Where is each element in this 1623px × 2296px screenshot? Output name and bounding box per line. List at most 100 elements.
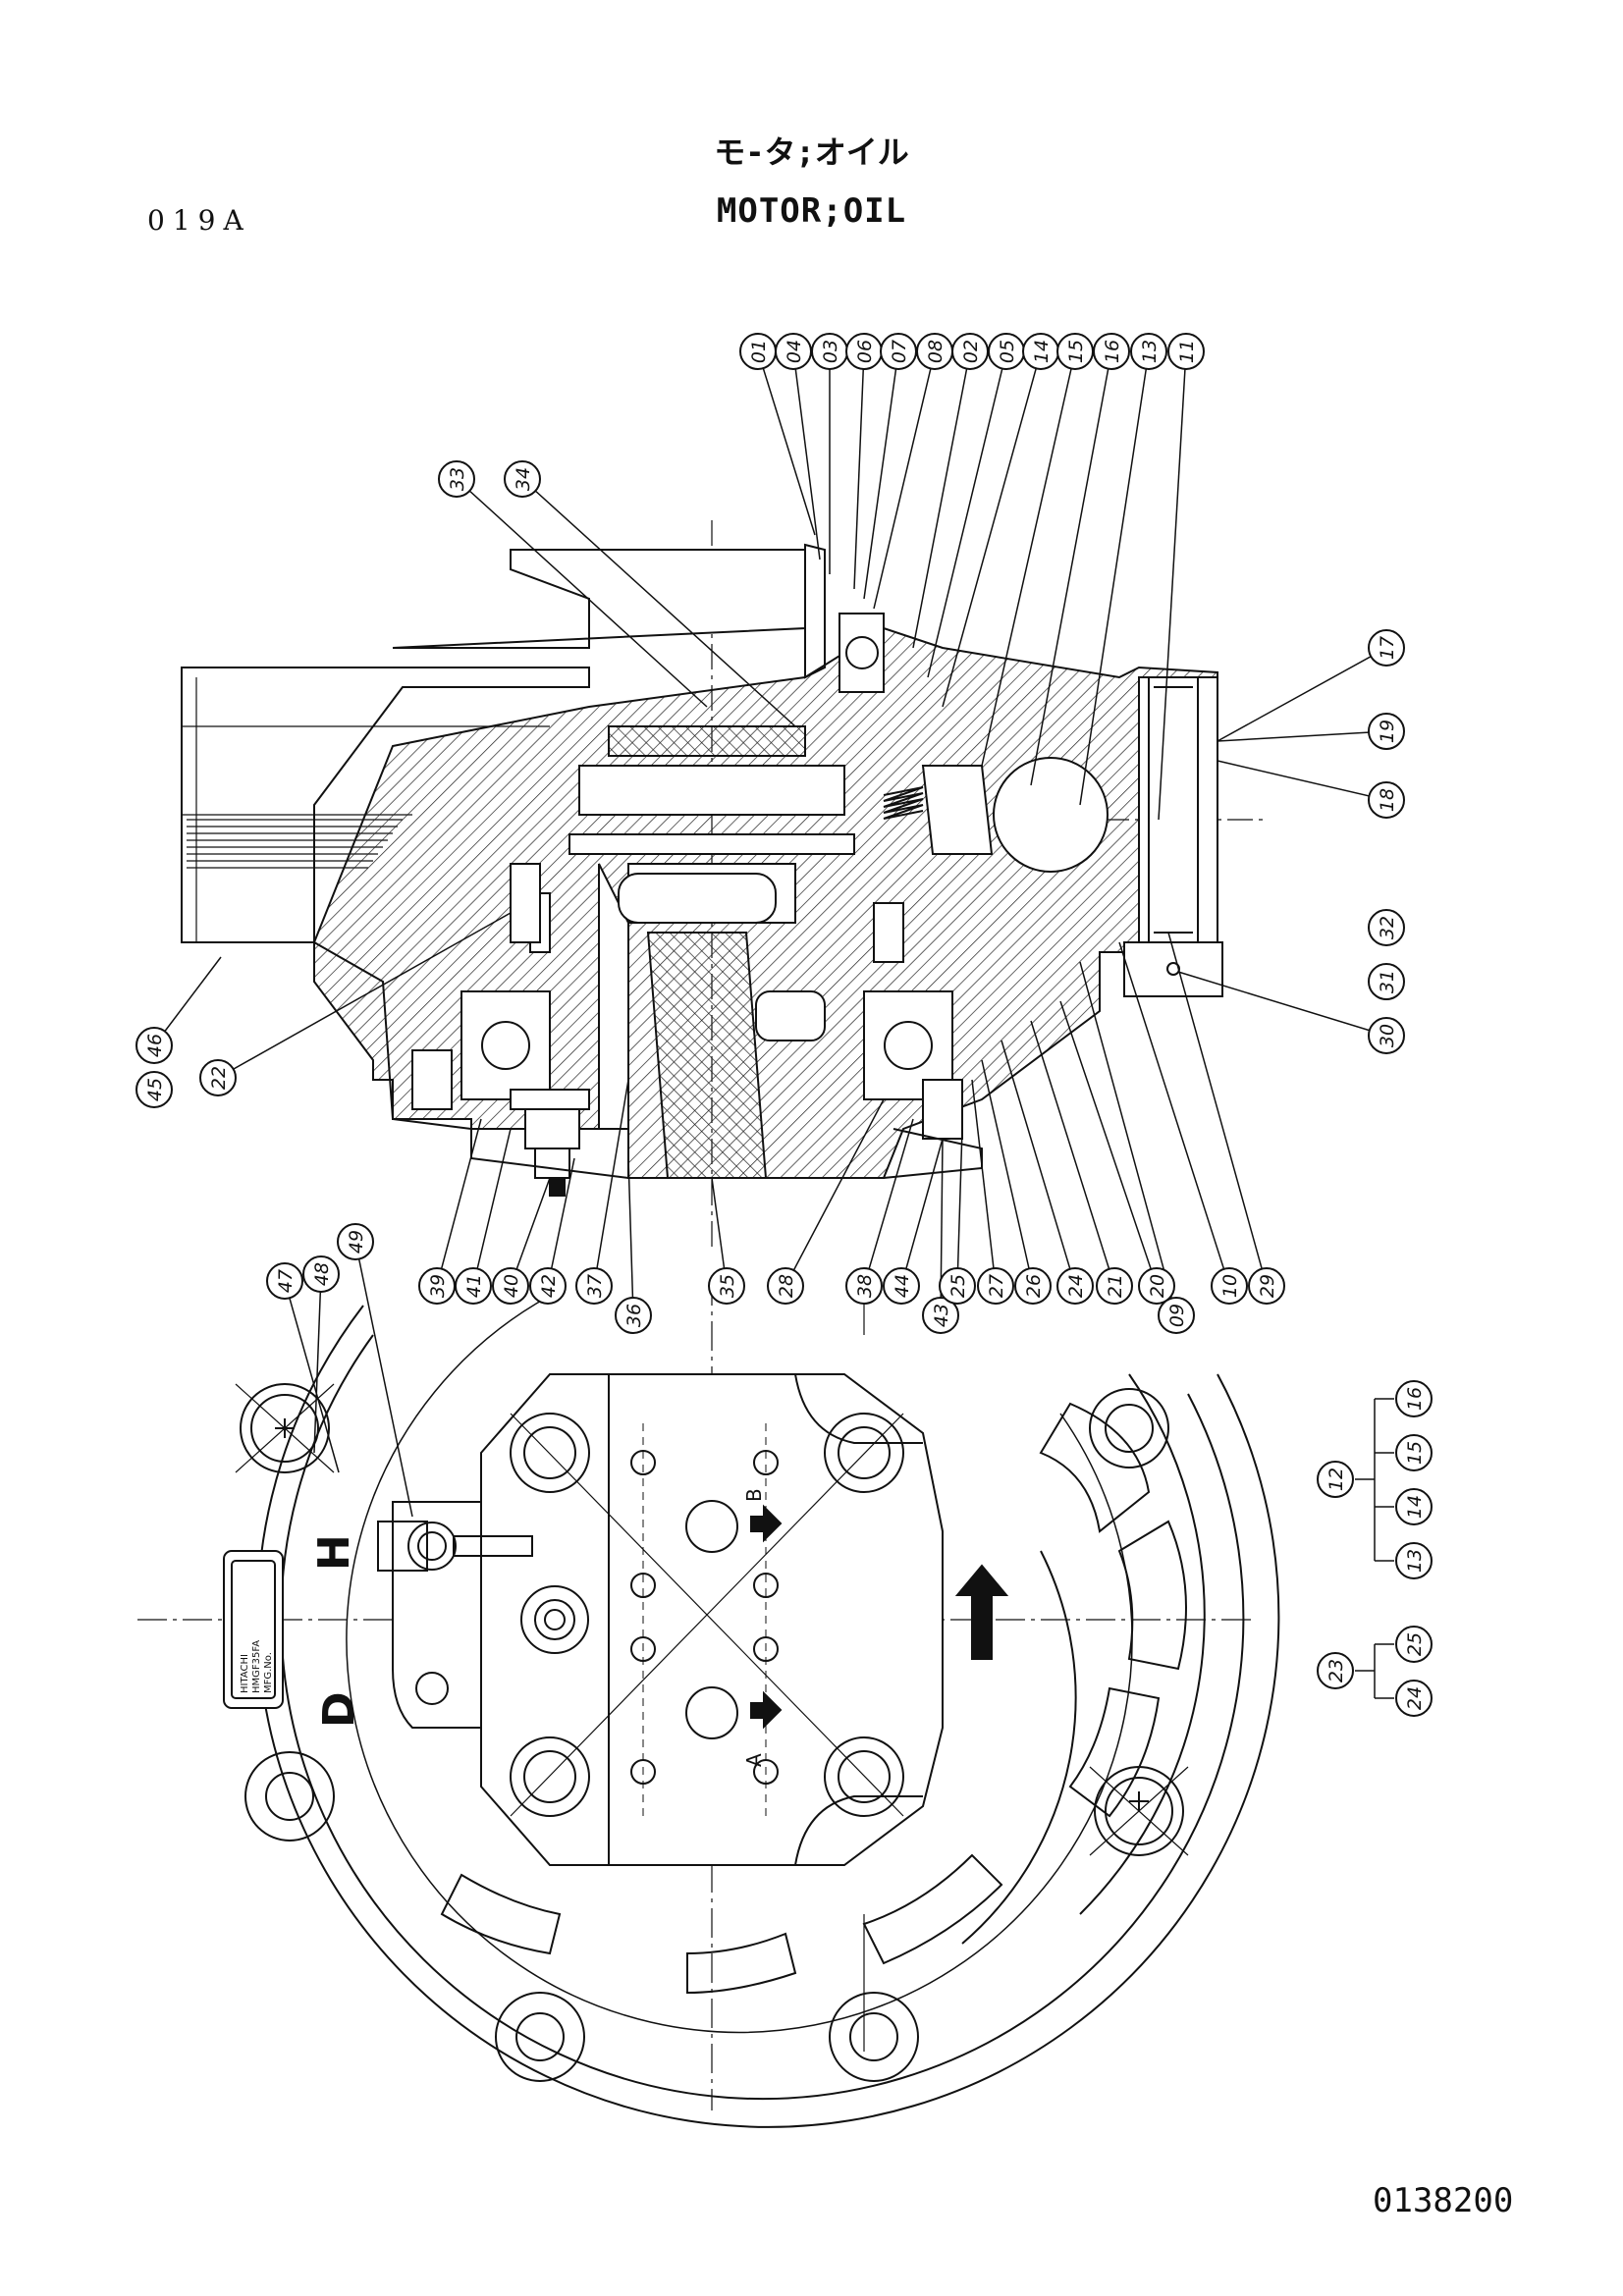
balloon-circle — [1368, 909, 1405, 946]
balloon-26: 26 — [1023, 1274, 1045, 1298]
leader-line — [1079, 350, 1150, 806]
nameplate-line-2: HMGF35FA — [251, 1640, 262, 1693]
balloon-group-12: 12 — [1325, 1468, 1347, 1491]
balloon-circle — [1014, 1267, 1052, 1305]
balloon-circle — [504, 460, 541, 498]
balloon-circle — [1368, 713, 1405, 750]
leader-line — [284, 1280, 340, 1473]
balloon-31: 31 — [1377, 970, 1398, 993]
balloon-13: 13 — [1139, 340, 1161, 363]
leader-line — [456, 478, 708, 708]
leader-line — [1217, 730, 1387, 742]
balloon-46: 46 — [144, 1034, 166, 1057]
balloon-32: 32 — [1377, 916, 1398, 939]
plan-view — [137, 1276, 1280, 2128]
balloon-circle — [1093, 333, 1130, 370]
balloon-circle — [1395, 1380, 1433, 1417]
balloon-41: 41 — [463, 1274, 485, 1298]
title-english: MOTOR;OIL — [716, 191, 907, 231]
leader-line — [863, 350, 899, 600]
plan-lettering: H D A B HITACHI HMGF35FA MFG.No. — [240, 1488, 766, 1767]
balloon-circle — [1395, 1680, 1433, 1717]
balloon-circle — [266, 1262, 303, 1300]
balloon-circle — [1395, 1434, 1433, 1471]
balloon-28: 28 — [776, 1274, 797, 1298]
balloon-circle — [438, 460, 475, 498]
leader-line — [510, 1177, 551, 1287]
balloon-39: 39 — [427, 1274, 449, 1298]
balloon-14: 14 — [1031, 340, 1053, 363]
leader-line — [354, 1241, 413, 1518]
balloon-06: 06 — [854, 340, 876, 363]
balloon-30: 30 — [1377, 1024, 1398, 1047]
balloon-circle — [845, 1267, 883, 1305]
balloon-circle — [455, 1267, 492, 1305]
page-code: 019A — [147, 204, 251, 237]
balloon-44: 44 — [892, 1274, 913, 1298]
leader-line — [627, 1157, 634, 1316]
balloon-40: 40 — [501, 1274, 522, 1298]
balloon-01: 01 — [748, 340, 770, 363]
leader-line — [912, 350, 971, 649]
balloon-circle — [1368, 1017, 1405, 1054]
balloon-15-group: 15 — [1404, 1441, 1426, 1465]
balloon-10: 10 — [1219, 1274, 1241, 1298]
balloon-24-group: 24 — [1404, 1686, 1426, 1710]
balloon-circle — [939, 1267, 976, 1305]
balloon-circle — [708, 1267, 745, 1305]
balloon-21: 21 — [1105, 1274, 1126, 1298]
leader-line — [1177, 971, 1387, 1037]
balloon-34: 34 — [513, 467, 534, 491]
leader-line — [472, 1128, 512, 1287]
nameplate-line-3: MFG.No. — [263, 1652, 274, 1693]
balloon-circle — [492, 1267, 529, 1305]
balloon-38: 38 — [854, 1274, 876, 1298]
balloon-45: 45 — [144, 1078, 166, 1101]
balloon-circle — [922, 1297, 959, 1334]
balloon-15: 15 — [1065, 340, 1087, 363]
leader-line — [593, 1079, 629, 1287]
balloon-circle — [135, 1027, 173, 1064]
leader-line — [436, 1118, 482, 1287]
balloon-02: 02 — [960, 340, 982, 363]
balloon-11: 11 — [1176, 340, 1198, 363]
balloon-16: 16 — [1102, 340, 1123, 363]
balloon-35: 35 — [717, 1274, 738, 1298]
leader-line — [853, 350, 865, 590]
balloon-43: 43 — [931, 1304, 952, 1327]
leader-line — [1059, 1000, 1158, 1287]
port-label-b: B — [742, 1488, 766, 1502]
leader-line — [1079, 961, 1177, 1316]
leader-line — [971, 1079, 997, 1287]
balloon-circle — [1317, 1652, 1354, 1689]
balloon-circle — [1158, 1297, 1195, 1334]
leader-line — [1158, 350, 1187, 821]
balloon-circle — [767, 1267, 804, 1305]
balloon-circle — [1368, 963, 1405, 1000]
leader-line — [792, 350, 821, 561]
leader-line — [863, 1118, 914, 1287]
leader-line — [217, 912, 512, 1079]
leader-line — [1167, 932, 1268, 1287]
letter-d: D — [314, 1691, 364, 1728]
balloon-37: 37 — [584, 1274, 606, 1298]
balloon-circle — [1056, 1267, 1094, 1305]
balloon-16-group: 16 — [1404, 1387, 1426, 1411]
balloon-09: 09 — [1166, 1304, 1188, 1327]
leader-line — [981, 1059, 1034, 1287]
leader-line — [1001, 1040, 1076, 1287]
balloon-circle — [1368, 629, 1405, 667]
balloon-circle — [1368, 781, 1405, 819]
leader-line — [547, 1157, 575, 1287]
balloon-48: 48 — [311, 1262, 333, 1286]
balloon-13-group: 13 — [1404, 1549, 1426, 1573]
balloon-circle — [1138, 1267, 1175, 1305]
leader-line — [942, 350, 1042, 708]
balloon-circle — [615, 1297, 652, 1334]
balloon-03: 03 — [820, 340, 841, 363]
balloon-circle — [883, 1267, 920, 1305]
balloon-circle — [1317, 1461, 1354, 1498]
